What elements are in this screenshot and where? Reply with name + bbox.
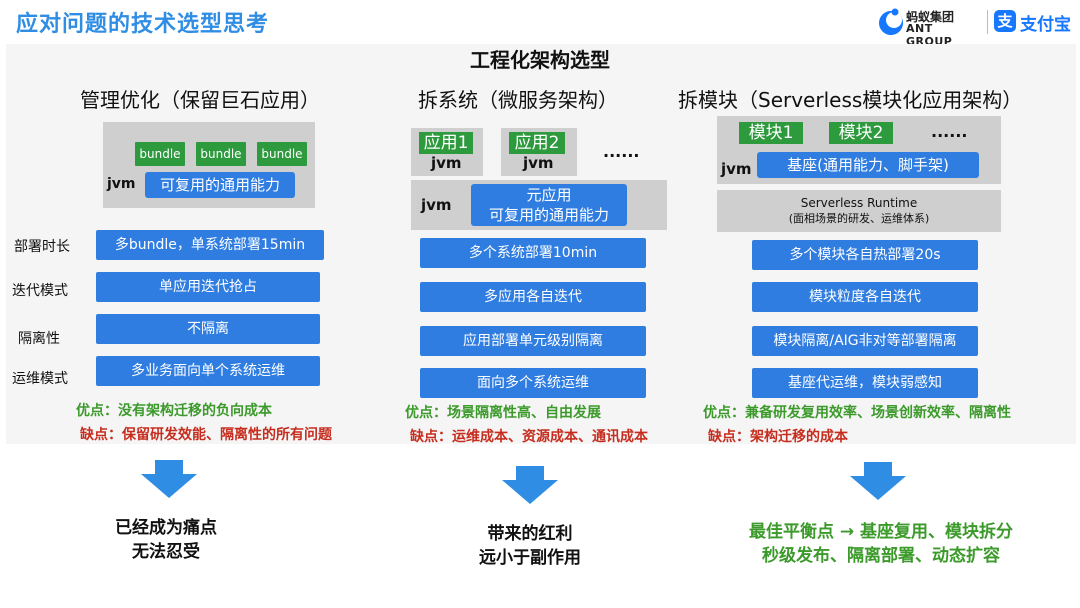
row-label-isolation: 隔离性 (18, 331, 60, 347)
module2-tag: 模块2 (829, 122, 893, 144)
alipay-logo-text: 支付宝 (1020, 15, 1071, 35)
microservices-deploy-time: 多个系统部署10min (420, 238, 646, 268)
app2-container: 应用2 jvm (501, 128, 577, 176)
column-title-serverless: 拆模块（Serverless模块化应用架构） (678, 88, 1023, 112)
down-arrow-icon (502, 466, 558, 504)
monolith-isolation: 不隔离 (96, 314, 320, 344)
microservices-conclusion: 带来的红利 远小于副作用 (430, 522, 630, 570)
bundle-tag: bundle (135, 142, 185, 166)
module-container: 模块1 模块2 ...... jvm 基座(通用能力、脚手架) (717, 116, 1001, 184)
row-label-iteration-mode: 迭代模式 (12, 283, 68, 299)
app2-tag: 应用2 (509, 132, 565, 154)
row-label-ops-mode: 运维模式 (12, 371, 68, 387)
module1-tag: 模块1 (739, 122, 803, 144)
microservices-conclusion-line1: 带来的红利 (487, 524, 573, 544)
base-box: 基座(通用能力、脚手架) (757, 152, 979, 178)
serverless-runtime-desc: (面相场景的研发、运维体系) (788, 212, 930, 225)
jvm-label: jvm (107, 176, 136, 192)
serverless-conclusion-line2: 秒级发布、隔离部署、动态扩容 (762, 546, 1000, 566)
logo-divider (987, 10, 988, 34)
microservices-cons: 缺点：运维成本、资源成本、通讯成本 (410, 429, 648, 445)
monolith-iteration-mode: 单应用迭代抢占 (96, 272, 320, 302)
serverless-runtime-box: Serverless Runtime (面相场景的研发、运维体系) (717, 190, 1001, 232)
slide-title: 应对问题的技术选型思考 (16, 12, 270, 37)
serverless-pros: 优点：兼备研发复用效率、场景创新效率、隔离性 (703, 405, 1011, 421)
ant-logo-cn: 蚂蚁集团 (906, 10, 955, 24)
meta-app-label: 元应用 (526, 186, 572, 204)
microservices-pros: 优点：场景隔离性高、自由发展 (405, 405, 601, 421)
meta-app-box: 元应用 可复用的通用能力 (471, 184, 627, 226)
more-apps-ellipsis: ...... (603, 142, 640, 161)
monolith-pros: 优点：没有架构迁移的负向成本 (76, 403, 272, 419)
app1-container: 应用1 jvm (411, 128, 483, 176)
serverless-iteration-mode: 模块粒度各自迭代 (752, 282, 978, 312)
serverless-conclusion: 最佳平衡点 → 基座复用、模块拆分 秒级发布、隔离部署、动态扩容 (716, 520, 1046, 568)
monolith-deploy-time: 多bundle，单系统部署15min (96, 230, 324, 260)
serverless-isolation: 模块隔离/AIG非对等部署隔离 (752, 326, 978, 356)
microservices-isolation: 应用部署单元级别隔离 (420, 326, 646, 356)
monolith-conclusion: 已经成为痛点 无法忍受 (66, 516, 266, 564)
bundle-tag: bundle (196, 142, 246, 166)
main-title: 工程化架构选型 (470, 48, 610, 72)
monolith-cons: 缺点：保留研发效能、隔离性的所有问题 (80, 427, 332, 443)
jvm-label: jvm (721, 160, 752, 178)
meta-app-capability-label: 可复用的通用能力 (488, 206, 609, 224)
serverless-runtime-label: Serverless Runtime (800, 196, 918, 210)
meta-app-container: jvm 元应用 可复用的通用能力 (411, 180, 667, 230)
alipay-logo-icon: 支 (994, 10, 1016, 32)
serverless-conclusion-line1: 最佳平衡点 → 基座复用、模块拆分 (748, 522, 1014, 542)
app1-tag: 应用1 (419, 132, 473, 154)
down-arrow-icon (141, 460, 197, 498)
column-title-microservices: 拆系统（微服务架构） (418, 88, 618, 112)
microservices-iteration-mode: 多应用各自迭代 (420, 282, 646, 312)
ant-group-logo: 蚂蚁集团 ANT GROUP (878, 6, 974, 48)
monolith-conclusion-line1: 已经成为痛点 (115, 518, 217, 538)
monolith-conclusion-line2: 无法忍受 (132, 542, 200, 562)
app1-jvm-label: jvm (431, 154, 462, 172)
bundle-tag: bundle (257, 142, 307, 166)
serverless-ops-mode: 基座代运维，模块弱感知 (752, 368, 978, 398)
monolith-ops-mode: 多业务面向单个系统运维 (96, 356, 320, 386)
microservices-ops-mode: 面向多个系统运维 (420, 368, 646, 398)
jvm-label: jvm (421, 196, 452, 214)
microservices-conclusion-line2: 远小于副作用 (479, 548, 581, 568)
serverless-deploy-time: 多个模块各自热部署20s (752, 240, 978, 270)
down-arrow-icon (850, 462, 906, 500)
ant-group-logo-icon (879, 8, 903, 35)
column-title-monolith: 管理优化（保留巨石应用） (80, 88, 320, 112)
app2-jvm-label: jvm (523, 154, 554, 172)
row-label-deploy-time: 部署时长 (14, 239, 70, 255)
more-modules-ellipsis: ...... (931, 122, 968, 141)
monolith-diagram: bundle bundle bundle jvm 可复用的通用能力 (103, 122, 315, 208)
reusable-capability-box: 可复用的通用能力 (145, 172, 295, 198)
serverless-cons: 缺点：架构迁移的成本 (708, 429, 848, 445)
alipay-logo: 支 支付宝 (994, 6, 1078, 38)
